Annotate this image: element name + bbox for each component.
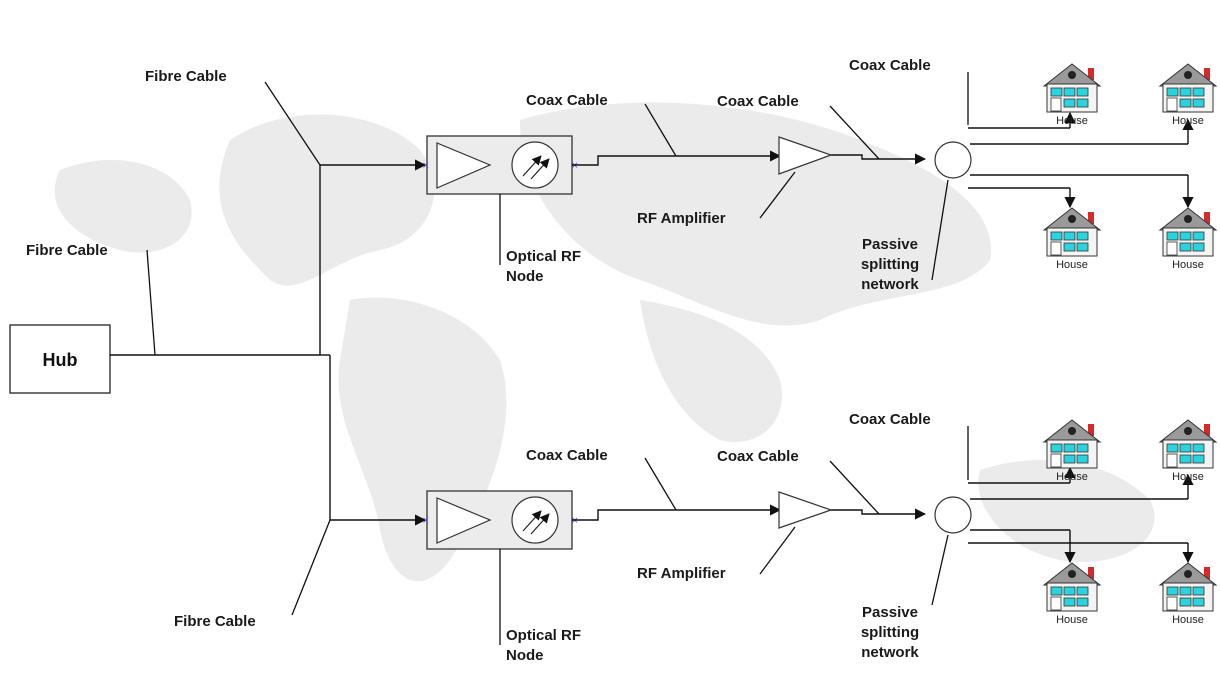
photodiode-icon	[511, 496, 559, 544]
fibre-cable-label-bottom: Fibre Cable	[174, 613, 256, 630]
splitter-label-bottom-1: Passive	[862, 604, 918, 621]
svg-text:×: ×	[422, 161, 430, 171]
house-label: House	[1172, 614, 1204, 626]
splitter-label-top-3: network	[861, 276, 919, 293]
photodiode-icon	[511, 141, 559, 189]
splitter-outputs-top	[968, 111, 1194, 209]
svg-text:×: ×	[571, 516, 579, 526]
coax-cable-label-top-1: Coax Cable	[526, 92, 608, 109]
coax-cable-label-top-2: Coax Cable	[717, 93, 799, 110]
house-label: House	[1056, 614, 1088, 626]
house-icon: House	[1158, 419, 1218, 483]
amplifier-triangle-icon	[436, 497, 492, 544]
house-icon: House	[1158, 562, 1218, 626]
house-icon: House	[1042, 63, 1102, 127]
optical-node-bottom: × ×	[422, 490, 579, 550]
fibre-cable-label-top: Fibre Cable	[145, 68, 227, 85]
coax-cable-label-bottom-2: Coax Cable	[717, 448, 799, 465]
coax-cable-label-top-3: Coax Cable	[849, 57, 931, 74]
house-icon: House	[1042, 207, 1102, 271]
house-label: House	[1056, 115, 1088, 127]
optical-node-label-bottom-1: Optical RF	[506, 627, 581, 644]
hub-label: Hub	[43, 350, 78, 370]
optical-node-label-bottom-2: Node	[506, 647, 544, 664]
house-icon: House	[1042, 419, 1102, 483]
coax-cable-label-bottom-1: Coax Cable	[526, 447, 608, 464]
fibre-cable-label-left: Fibre Cable	[26, 242, 108, 259]
svg-text:×: ×	[422, 516, 430, 526]
fibre-trunk	[110, 159, 427, 526]
house-icon: House	[1158, 63, 1218, 127]
splitter-label-top-1: Passive	[862, 236, 918, 253]
rf-amplifier-label-top: RF Amplifier	[637, 210, 726, 227]
rf-amplifier-top	[778, 136, 833, 175]
rf-amplifier-bottom	[778, 491, 833, 529]
house-label: House	[1172, 259, 1204, 271]
splitter-label-top-2: splitting	[861, 256, 919, 273]
splitter-circle-icon	[934, 496, 972, 534]
hub-box	[9, 324, 111, 394]
house-label: House	[1172, 115, 1204, 127]
house-label: House	[1172, 471, 1204, 483]
coax-cable-label-bottom-3: Coax Cable	[849, 411, 931, 428]
splitter-circle-icon	[934, 141, 972, 179]
house-label: House	[1056, 259, 1088, 271]
house-icon: House	[1158, 207, 1218, 271]
optical-node-label-top-2: Node	[506, 268, 544, 285]
splitter-outputs-bottom	[968, 466, 1194, 564]
amplifier-triangle-icon	[436, 142, 492, 189]
house-label: House	[1056, 471, 1088, 483]
rf-amplifier-label-bottom: RF Amplifier	[637, 565, 726, 582]
splitter-label-bottom-3: network	[861, 644, 919, 661]
splitter-label-bottom-2: splitting	[861, 624, 919, 641]
svg-text:×: ×	[571, 161, 579, 171]
optical-node-top: × ×	[422, 135, 579, 195]
optical-node-label-top-1: Optical RF	[506, 248, 581, 265]
house-icon: House	[1042, 562, 1102, 626]
